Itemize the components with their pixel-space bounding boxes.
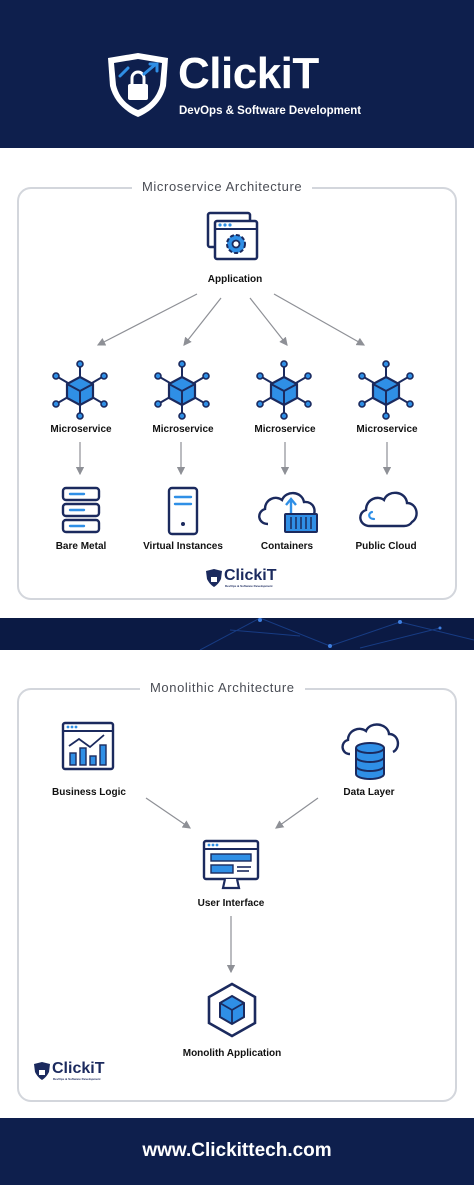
target-containers-label: Containers — [260, 541, 314, 552]
watermark-tagline: DevOps & Software Development — [53, 1077, 101, 1081]
divider-band — [0, 618, 474, 650]
bare-metal-server-icon — [61, 486, 101, 534]
watermark-tagline: DevOps & Software Development — [225, 584, 273, 588]
microservice-4-label: Microservice — [356, 424, 418, 435]
target-virtual-instances-label: Virtual Instances — [143, 541, 223, 552]
data-layer-database-cloud-icon — [341, 723, 400, 780]
arrow-app-to-ms3 — [249, 297, 288, 346]
arrow-business-to-ui — [145, 797, 191, 829]
containers-cloud-icon — [258, 491, 318, 533]
arrow-app-to-ms2 — [183, 297, 222, 346]
arrow-app-to-ms4 — [273, 293, 366, 346]
target-public-cloud-label: Public Cloud — [355, 541, 417, 552]
monolith-application-cube-icon — [207, 982, 257, 1038]
monolith-application-label: Monolith Application — [182, 1048, 282, 1059]
user-interface-monitor-icon — [202, 839, 260, 890]
monolithic-connector-arrows — [145, 797, 319, 974]
header-banner — [0, 0, 474, 148]
arrow-data-to-ui — [275, 797, 319, 829]
application-label: Application — [207, 274, 263, 285]
footer-banner — [0, 1118, 474, 1185]
virtual-instances-tower-icon — [167, 486, 199, 536]
network-lines-decoration — [199, 618, 474, 650]
microservice-panel-title: Microservice Architecture — [132, 179, 313, 194]
microservice-1-cube-icon — [51, 360, 109, 420]
watermark-brand: ClickiT — [52, 1060, 105, 1077]
microservice-3-label: Microservice — [254, 424, 316, 435]
user-interface-label: User Interface — [197, 898, 265, 909]
public-cloud-icon — [359, 491, 418, 528]
business-logic-chart-icon — [61, 721, 115, 771]
microservice-4-cube-icon — [357, 360, 415, 420]
microservice-2-label: Microservice — [152, 424, 214, 435]
business-logic-label: Business Logic — [52, 787, 126, 798]
brand-name: ClickiT — [178, 49, 319, 98]
watermark-shield-icon — [34, 1062, 50, 1080]
arrow-app-to-ms1 — [96, 293, 198, 346]
microservice-1-label: Microservice — [50, 424, 112, 435]
watermark-shield-icon — [206, 569, 222, 587]
watermark-brand: ClickiT — [224, 567, 277, 584]
microservice-connector-arrows — [75, 293, 392, 476]
monolithic-panel-title: Monolithic Architecture — [140, 680, 305, 695]
microservice-3-cube-icon — [255, 360, 313, 420]
data-layer-label: Data Layer — [343, 787, 395, 798]
brand-tagline: DevOps & Software Development — [179, 105, 362, 117]
target-bare-metal-label: Bare Metal — [55, 541, 107, 552]
application-window-gear-icon — [206, 211, 259, 261]
clickit-shield-logo-icon — [108, 53, 168, 117]
website-link[interactable]: www.Clickittech.com — [142, 1140, 332, 1161]
microservice-2-cube-icon — [153, 360, 211, 420]
